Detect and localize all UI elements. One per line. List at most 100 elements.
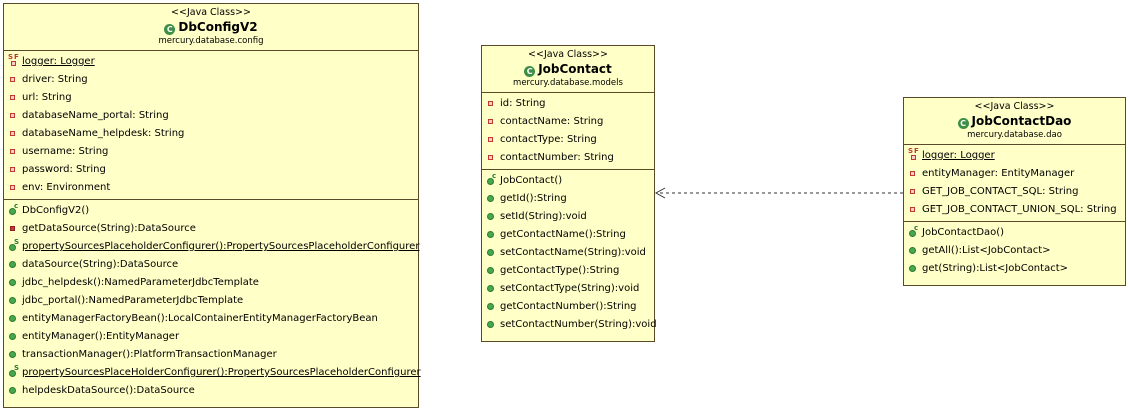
method-text: setContactNumber(String):void xyxy=(500,319,657,330)
attribute-row: S F logger: Logger xyxy=(4,53,418,71)
public-method-icon xyxy=(487,303,494,310)
method-text: DbConfigV2() xyxy=(22,205,90,216)
private-field-icon xyxy=(910,207,915,212)
methods-section: c DbConfigV2() getDataSource(String):Dat… xyxy=(4,200,421,402)
package-name: mercury.database.config xyxy=(158,36,264,46)
attribute-text: url: String xyxy=(22,92,72,103)
attribute-row: username: String xyxy=(4,143,418,161)
stereotype-label: <<Java Class>> xyxy=(528,49,608,60)
method-row: getContactName():String xyxy=(482,226,654,244)
private-field-icon xyxy=(910,189,915,194)
static-marker-icon: S xyxy=(8,53,14,61)
methods-section: c JobContactDao() getAll():List<JobConta… xyxy=(904,222,1125,280)
method-row: transactionManager():PlatformTransaction… xyxy=(4,346,418,364)
attribute-row: S F logger: Logger xyxy=(904,147,1125,165)
method-row: getContactType():String xyxy=(482,262,654,280)
class-name-text: JobContact xyxy=(538,62,612,76)
method-text: helpdeskDataSource():DataSource xyxy=(22,385,195,396)
private-field-icon xyxy=(10,113,15,118)
attribute-text: entityManager: EntityManager xyxy=(922,168,1075,179)
private-field-icon xyxy=(10,185,15,190)
method-text: get(String):List<JobContact> xyxy=(922,263,1068,274)
method-text: setContactType(String):void xyxy=(500,283,640,294)
method-row: getId():String xyxy=(482,190,654,208)
private-field-icon xyxy=(910,171,915,176)
arrow-head-icon xyxy=(654,187,666,199)
method-row: get(String):List<JobContact> xyxy=(904,260,1125,278)
method-text: propertySourcesPlaceHolderConfigurer():P… xyxy=(22,367,421,378)
method-row: dataSource(String):DataSource xyxy=(4,256,418,274)
attributes-section: S F logger: Logger driver: String url: S… xyxy=(4,51,418,200)
method-text: JobContactDao() xyxy=(922,227,1005,238)
attribute-text: contactName: String xyxy=(500,116,604,127)
public-method-icon xyxy=(9,244,16,251)
attribute-row: databaseName_portal: String xyxy=(4,107,418,125)
attribute-row: entityManager: EntityManager xyxy=(904,165,1125,183)
public-method-icon xyxy=(487,249,494,256)
method-row: getDataSource(String):DataSource xyxy=(4,220,418,238)
public-method-icon xyxy=(9,261,16,268)
public-method-icon xyxy=(9,279,16,286)
method-row: S propertySourcesPlaceHolderConfigurer()… xyxy=(4,364,421,382)
method-row: c JobContact() xyxy=(482,172,654,190)
package-name: mercury.database.models xyxy=(513,78,623,88)
private-field-icon xyxy=(488,119,493,124)
static-marker-icon: S xyxy=(14,238,20,246)
attribute-row: contactNumber: String xyxy=(482,149,654,167)
method-text: entityManagerFactoryBean():LocalContaine… xyxy=(22,313,378,324)
private-field-icon xyxy=(10,167,15,172)
attribute-text: logger: Logger xyxy=(922,150,995,161)
final-marker-icon: F xyxy=(14,53,19,61)
method-row: S propertySourcesPlaceholderConfigurer()… xyxy=(4,238,419,256)
public-method-icon xyxy=(9,351,16,358)
method-text: setId(String):void xyxy=(500,211,587,222)
method-row: helpdeskDataSource():DataSource xyxy=(4,382,418,400)
method-text: dataSource(String):DataSource xyxy=(22,259,179,270)
method-text: getAll():List<JobContact> xyxy=(922,245,1051,256)
private-method-icon xyxy=(10,226,15,231)
attributes-section: id: String contactName: String contactTy… xyxy=(482,93,654,170)
attribute-text: contactType: String xyxy=(500,134,597,145)
class-icon: C xyxy=(957,118,969,129)
attribute-text: databaseName_helpdesk: String xyxy=(22,128,185,139)
method-row: c DbConfigV2() xyxy=(4,202,418,220)
private-field-icon xyxy=(10,77,15,82)
attribute-row: password: String xyxy=(4,161,418,179)
static-marker-icon: S xyxy=(14,364,20,372)
method-row: setContactName(String):void xyxy=(482,244,654,262)
attribute-text: databaseName_portal: String xyxy=(22,110,169,121)
attribute-text: username: String xyxy=(22,146,109,157)
public-method-icon xyxy=(9,370,16,377)
private-field-icon xyxy=(10,95,15,100)
public-method-icon xyxy=(487,178,494,185)
attribute-text: id: String xyxy=(500,98,546,109)
attribute-row: env: Environment xyxy=(4,179,418,197)
attribute-row: GET_JOB_CONTACT_UNION_SQL: String xyxy=(904,201,1125,219)
attribute-text: password: String xyxy=(22,164,106,175)
attribute-text: driver: String xyxy=(22,74,88,85)
private-field-icon xyxy=(488,155,493,160)
public-method-icon xyxy=(909,265,916,272)
stereotype-label: <<Java Class>> xyxy=(974,101,1055,112)
public-method-icon xyxy=(487,267,494,274)
method-row: jdbc_portal():NamedParameterJdbcTemplate xyxy=(4,292,418,310)
constructor-marker-icon: c xyxy=(914,224,919,232)
method-row: entityManager():EntityManager xyxy=(4,328,418,346)
public-method-icon xyxy=(487,285,494,292)
private-field-icon xyxy=(10,149,15,154)
private-field-icon xyxy=(10,131,15,136)
attribute-row: id: String xyxy=(482,95,654,113)
method-text: getContactName():String xyxy=(500,229,626,240)
public-method-icon xyxy=(9,387,16,394)
method-row: c JobContactDao() xyxy=(904,224,1125,242)
method-row: getContactNumber():String xyxy=(482,298,654,316)
method-text: entityManager():EntityManager xyxy=(22,331,180,342)
method-row: jdbc_helpdesk():NamedParameterJdbcTempla… xyxy=(4,274,418,292)
